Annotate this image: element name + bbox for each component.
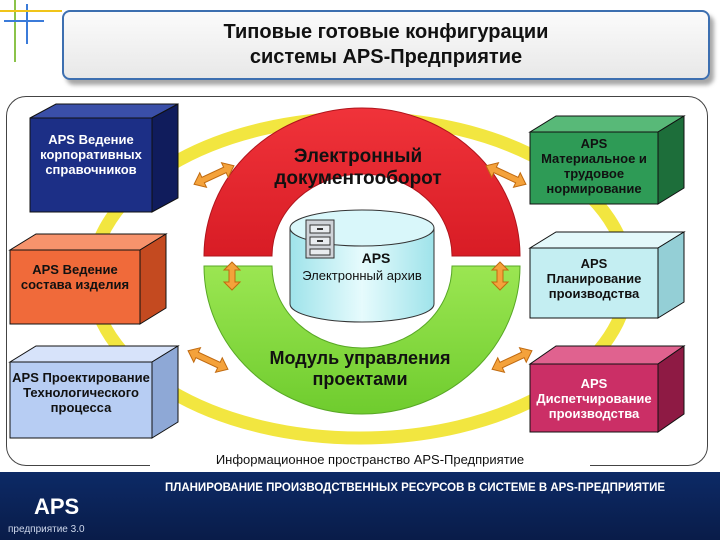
box-right-bot-label: APS Диспетчирование производства [536, 376, 652, 421]
corner-decoration-h1 [0, 10, 62, 12]
title-line-1: Типовые готовые конфигурации [223, 21, 549, 43]
box-left-mid-label: APS Ведение состава изделия [20, 262, 130, 292]
box-left-bot [8, 345, 180, 439]
box-left-top [29, 103, 179, 213]
arrow-left-bot [187, 346, 229, 374]
project-module-arc [203, 265, 521, 415]
title-line-2: системы APS-Предприятие [249, 46, 523, 68]
corner-decoration-h2 [4, 20, 44, 22]
project-module-label: Модуль управления проектами [269, 348, 451, 389]
arrow-right-top [485, 161, 527, 189]
footer-logo-sub: предприятие 3.0 [8, 524, 85, 535]
file-cabinet-icon [305, 219, 335, 259]
corner-decoration-v2 [26, 4, 28, 44]
box-left-bot-label: APS Проектирование Технологического проц… [12, 370, 150, 415]
box-left-top-label: APS Ведение корпоративных справочников [40, 132, 142, 177]
box-right-bot [528, 345, 686, 433]
info-space-caption: Информационное пространство APS-Предприя… [150, 452, 590, 467]
title-box: Типовые готовые конфигурации системы APS… [62, 10, 710, 80]
footer-bar [0, 472, 720, 540]
arrow-left-top [193, 161, 235, 189]
box-right-mid-label: APS Планирование производства [546, 256, 642, 301]
footer-caption: ПЛАНИРОВАНИЕ ПРОИЗВОДСТВЕННЫХ РЕСУРСОВ В… [164, 482, 666, 494]
archive-label: Электронный архив [302, 268, 422, 283]
document-flow-arc [203, 107, 521, 257]
footer-logo: APS [34, 494, 80, 519]
box-right-mid [528, 231, 686, 319]
box-right-top [528, 115, 686, 205]
corner-decoration-v1 [14, 0, 16, 62]
archive-label-aps: APS [361, 250, 391, 266]
arrow-right-mid [490, 261, 510, 291]
arrow-right-bot [491, 346, 533, 374]
box-left-mid [8, 233, 168, 325]
document-flow-label: Электронный документооборот [274, 146, 442, 189]
arrow-left-mid [222, 261, 242, 291]
box-right-top-label: APS Материальное и трудовое нормирование [541, 136, 647, 196]
